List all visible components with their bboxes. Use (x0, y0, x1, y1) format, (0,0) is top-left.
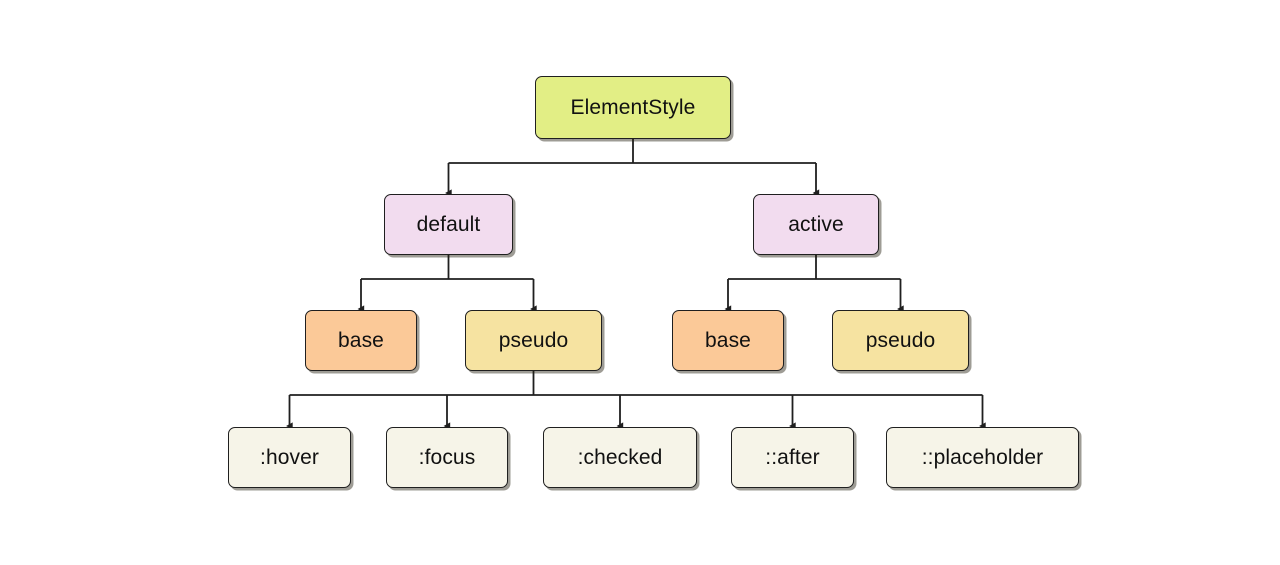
node-label: base (338, 329, 384, 352)
node-default-pseudo[interactable]: pseudo (465, 310, 602, 371)
node-label: :hover (260, 446, 319, 469)
node-label: ::after (765, 446, 820, 469)
node-checked[interactable]: :checked (543, 427, 697, 488)
node-after[interactable]: ::after (731, 427, 854, 488)
node-label: base (705, 329, 751, 352)
node-label: default (416, 213, 481, 236)
node-placeholder[interactable]: ::placeholder (886, 427, 1079, 488)
node-label: active (788, 213, 844, 236)
node-hover[interactable]: :hover (228, 427, 351, 488)
node-label: pseudo (498, 329, 569, 352)
node-default[interactable]: default (384, 194, 513, 255)
node-default-base[interactable]: base (305, 310, 417, 371)
node-active-pseudo[interactable]: pseudo (832, 310, 969, 371)
node-label: ElementStyle (570, 96, 696, 119)
node-label: ::placeholder (921, 446, 1044, 469)
node-label: :focus (418, 446, 476, 469)
node-focus[interactable]: :focus (386, 427, 508, 488)
node-label: :checked (577, 446, 663, 469)
node-elementstyle[interactable]: ElementStyle (535, 76, 731, 139)
node-label: pseudo (865, 329, 936, 352)
node-active-base[interactable]: base (672, 310, 784, 371)
node-active[interactable]: active (753, 194, 879, 255)
